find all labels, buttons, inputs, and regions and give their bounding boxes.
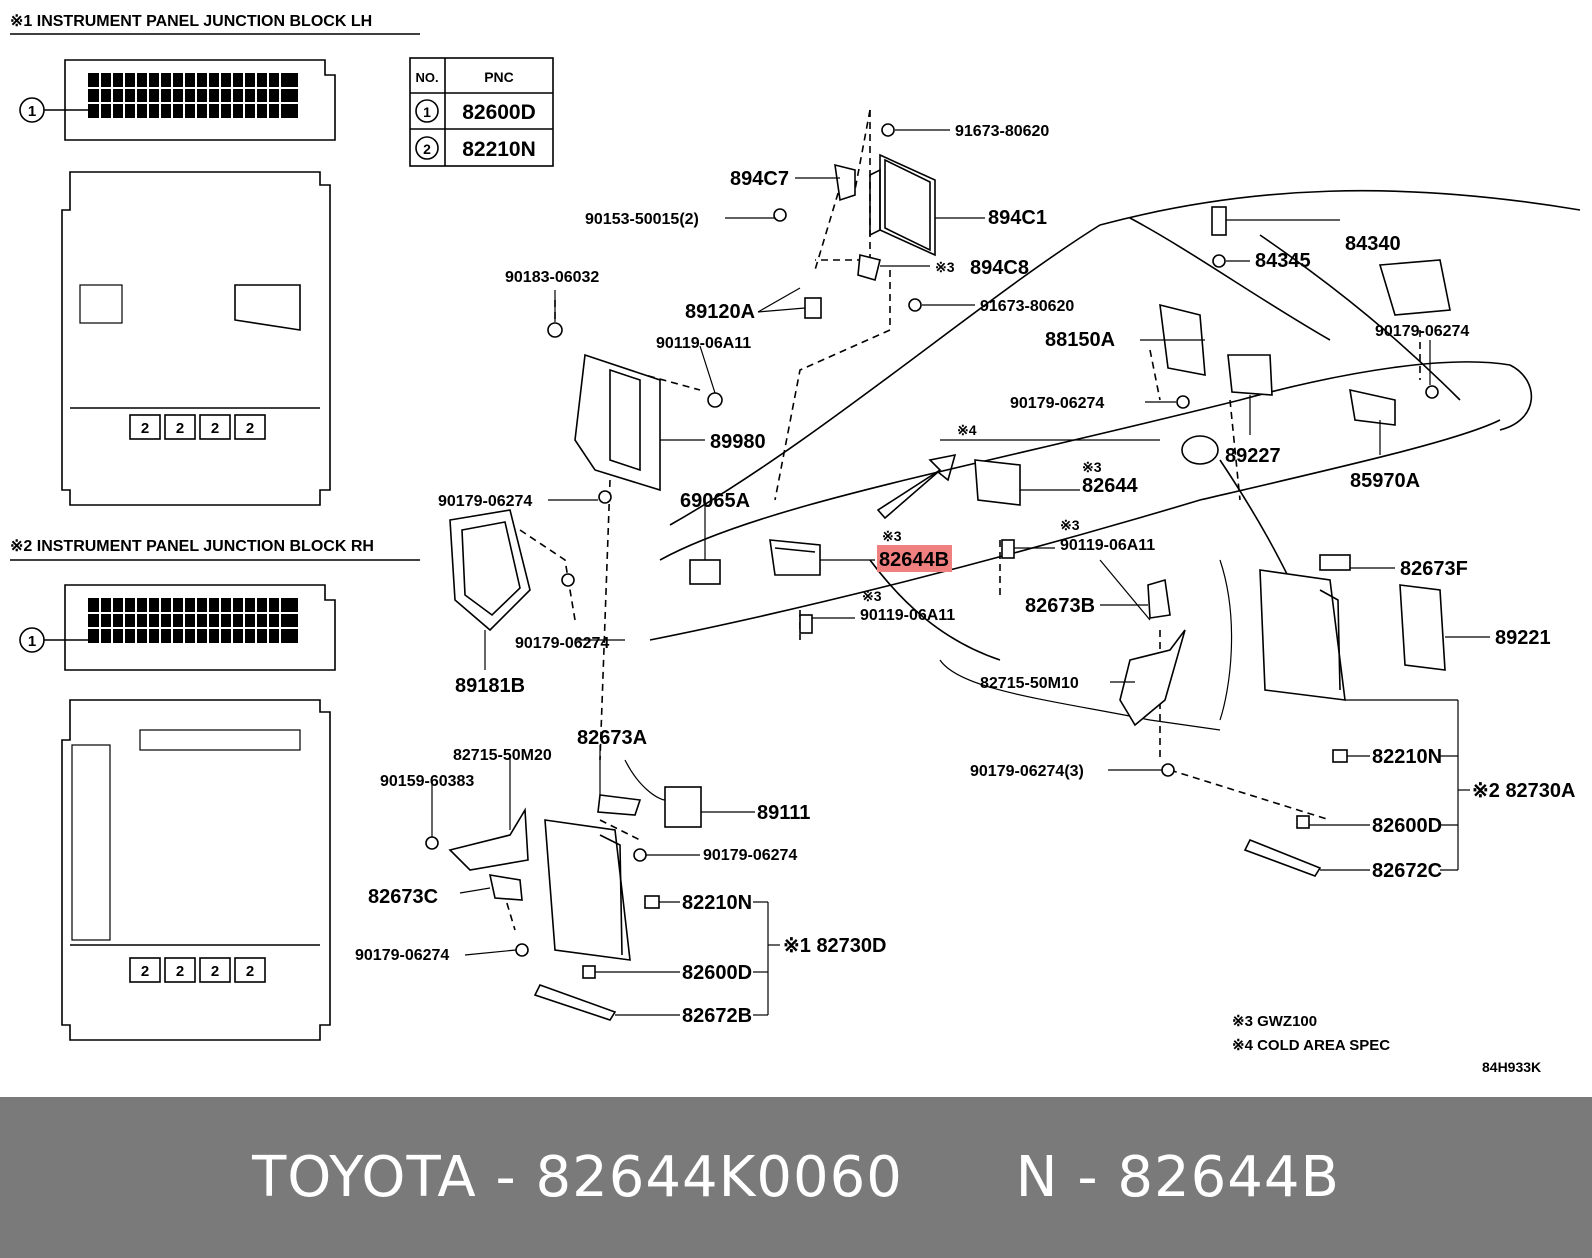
highlight-82644b	[877, 545, 952, 572]
pnc-table: NO. PNC 1 82600D 2 82210N	[409, 57, 554, 167]
note-cold-area-spec: ※4 COLD AREA SPEC	[1232, 1037, 1390, 1054]
parts	[425, 123, 1446, 1021]
junction-block-rh-drawing: 1 2 2 2 2	[19, 584, 336, 1041]
circle-label-2: 2	[176, 963, 184, 980]
callout-82673a: 82673A	[577, 727, 647, 749]
callout-82210n: 82210N	[682, 892, 752, 914]
note-gwz100: ※3 GWZ100	[1232, 1013, 1317, 1030]
callout-82730a: ※2 82730A	[1472, 780, 1576, 802]
callout-82673f: 82673F	[1400, 558, 1468, 580]
callout-89120a: 89120A	[685, 301, 755, 323]
circle-label-1: 1	[28, 103, 36, 120]
pnc-table-header-no: NO.	[415, 70, 438, 85]
junction-block-lh-drawing: 1 2 2 2 2	[19, 59, 336, 506]
callout-labels: 91673-80620 894C7 90153-50015(2) 894C1 ※…	[355, 123, 1576, 1027]
callout-90183-06032: 90183-06032	[505, 269, 599, 286]
callout-88150a: 88150A	[1045, 329, 1115, 351]
callout-90179-06274: 90179-06274	[1010, 395, 1104, 412]
callout-90159-60383: 90159-60383	[380, 773, 474, 790]
circle-label-2: 2	[246, 420, 254, 437]
parts-diagram: ※1 INSTRUMENT PANEL JUNCTION BLOCK LH 1 …	[10, 13, 1581, 1075]
callout-82644b-note-mark: ※3	[882, 528, 902, 544]
callout-85970a: 85970A	[1350, 470, 1420, 492]
circle-label-2: 2	[141, 420, 149, 437]
callout-82600d: 82600D	[682, 962, 752, 984]
leader-lines	[431, 129, 1490, 1016]
callout-89227: 89227	[1225, 445, 1281, 467]
callout-82673b: 82673B	[1025, 595, 1095, 617]
junction-block-lh-title: ※1 INSTRUMENT PANEL JUNCTION BLOCK LH	[10, 13, 372, 30]
callout-cold-area-mark: ※4	[957, 422, 977, 438]
callout-89111: 89111	[757, 802, 810, 824]
pnc-table-row-no: 1	[423, 104, 431, 120]
part-number-footer: TOYOTA - 82644K0060 N - 82644B	[0, 1097, 1592, 1258]
callout-89181b: 89181B	[455, 675, 525, 697]
callout-82644: 82644	[1082, 475, 1138, 497]
pnc-table-row-no: 2	[423, 141, 431, 157]
callout-90119-06a11-note-mark: ※3	[862, 588, 882, 604]
diagram-reference-code: 84H933K	[1482, 1059, 1541, 1075]
part-number-text: TOYOTA - 82644K0060 N - 82644B	[252, 1145, 1340, 1210]
circle-label-1: 1	[28, 633, 36, 650]
callout-91673-80620: 91673-80620	[980, 298, 1074, 315]
callout-91673-80620: 91673-80620	[955, 123, 1049, 140]
callout-84345: 84345	[1255, 250, 1311, 272]
callout-90179-06274: 90179-06274	[355, 947, 449, 964]
callout-894c1: 894C1	[988, 207, 1047, 229]
dashboard-outline	[649, 189, 1581, 661]
callout-82644b: 82644B	[879, 549, 949, 571]
callout-894c8-note-mark: ※3	[935, 259, 955, 275]
callout-82644-note-mark: ※3	[1082, 459, 1102, 475]
callout-90119-06a11-note-mark: ※3	[1060, 517, 1080, 533]
pnc-table-header-pnc: PNC	[484, 69, 514, 85]
callout-90119-06a11: 90119-06A11	[860, 607, 955, 624]
circle-label-2: 2	[246, 963, 254, 980]
callout-90179-06274: 90179-06274	[438, 493, 532, 510]
callout-82730d: ※1 82730D	[783, 935, 887, 957]
callout-90179-06274: 90179-06274	[515, 635, 609, 652]
circle-label-2: 2	[211, 420, 219, 437]
callout-894c7: 894C7	[730, 168, 789, 190]
pnc-table-row-pnc: 82210N	[462, 138, 536, 161]
callout-90179-06274: 90179-06274	[703, 847, 797, 864]
callout-894c8: 894C8	[970, 257, 1029, 279]
callout-89980: 89980	[710, 431, 766, 453]
pnc-table-row-pnc: 82600D	[462, 101, 536, 124]
callout-82210n: 82210N	[1372, 746, 1442, 768]
callout-90179-06274-qty3: 90179-06274(3)	[970, 763, 1084, 780]
junction-block-rh-title: ※2 INSTRUMENT PANEL JUNCTION BLOCK RH	[10, 538, 374, 555]
callout-82600d: 82600D	[1372, 815, 1442, 837]
callout-82715-50m20: 82715-50M20	[453, 747, 552, 764]
callout-90119-06a11: 90119-06A11	[1060, 537, 1155, 554]
callout-82672b: 82672B	[682, 1005, 752, 1027]
circle-label-2: 2	[211, 963, 219, 980]
callout-84340: 84340	[1345, 233, 1401, 255]
callout-82715-50m10: 82715-50M10	[980, 675, 1079, 692]
callout-90179-06274: 90179-06274	[1375, 323, 1469, 340]
circle-label-2: 2	[141, 963, 149, 980]
callout-82672c: 82672C	[1372, 860, 1442, 882]
circle-label-2: 2	[176, 420, 184, 437]
callout-90153-50015: 90153-50015(2)	[585, 211, 699, 228]
callout-90119-06a11: 90119-06A11	[656, 335, 751, 352]
callout-69065a: 69065A	[680, 490, 750, 512]
callout-89221: 89221	[1495, 627, 1551, 649]
callout-82673c: 82673C	[368, 886, 438, 908]
